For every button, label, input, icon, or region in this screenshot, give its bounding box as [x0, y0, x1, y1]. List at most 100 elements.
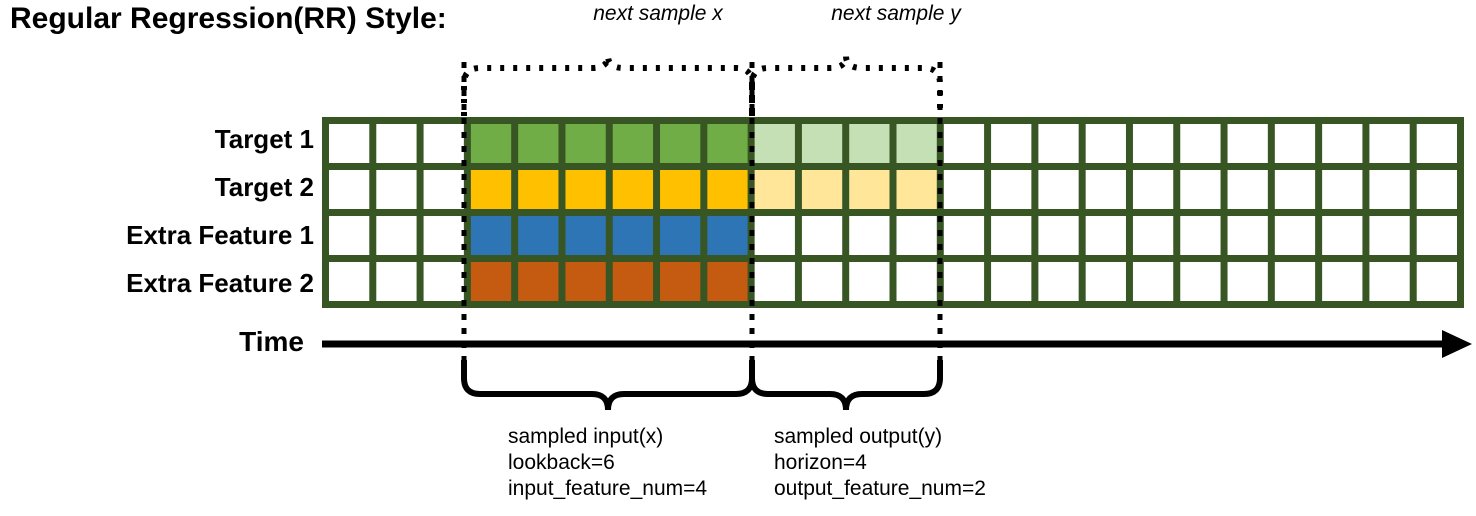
grid-cell[interactable]: [707, 170, 748, 209]
grid-cell[interactable]: [1227, 262, 1268, 301]
grid-cell[interactable]: [565, 170, 606, 209]
grid-cell[interactable]: [849, 216, 890, 255]
grid-cell[interactable]: [1416, 170, 1457, 209]
grid-cell[interactable]: [518, 124, 559, 163]
grid-cell[interactable]: [565, 124, 606, 163]
grid-cell[interactable]: [376, 124, 417, 163]
grid-cell[interactable]: [991, 124, 1032, 163]
grid-cell[interactable]: [376, 262, 417, 301]
grid-cell[interactable]: [1132, 216, 1174, 255]
grid-cell[interactable]: [943, 170, 985, 209]
grid-cell[interactable]: [1416, 124, 1457, 163]
time-axis-label: Time: [239, 326, 304, 357]
grid-cell[interactable]: [1180, 262, 1221, 301]
grid-cell[interactable]: [1085, 170, 1126, 209]
grid-cell[interactable]: [943, 124, 985, 163]
grid-cell[interactable]: [1085, 262, 1126, 301]
grid-cell[interactable]: [612, 170, 654, 209]
grid-cell[interactable]: [991, 262, 1032, 301]
grid-cell[interactable]: [660, 216, 701, 255]
grid-cell[interactable]: [518, 170, 559, 209]
grid-cell[interactable]: [943, 216, 985, 255]
grid-cell[interactable]: [1274, 124, 1316, 163]
grid-cell[interactable]: [991, 216, 1032, 255]
grid-cell[interactable]: [707, 124, 748, 163]
grid-cell[interactable]: [896, 124, 937, 163]
grid-cell[interactable]: [1322, 216, 1363, 255]
grid-cell[interactable]: [423, 216, 464, 255]
grid-cell[interactable]: [376, 216, 417, 255]
grid-cell[interactable]: [470, 124, 512, 163]
grid-cell[interactable]: [1038, 216, 1079, 255]
grid-cell[interactable]: [707, 216, 748, 255]
grid-cell[interactable]: [1369, 124, 1410, 163]
grid-cell[interactable]: [1180, 216, 1221, 255]
grid-cell[interactable]: [329, 124, 370, 163]
grid-cell[interactable]: [1085, 216, 1126, 255]
grid-cell[interactable]: [896, 170, 937, 209]
grid-cell[interactable]: [423, 124, 464, 163]
grid-cell[interactable]: [470, 216, 512, 255]
grid-cell[interactable]: [1369, 170, 1410, 209]
grid-cell[interactable]: [565, 216, 606, 255]
top-brace-group: [461, 55, 943, 116]
grid-cell[interactable]: [1038, 124, 1079, 163]
grid-cell[interactable]: [660, 170, 701, 209]
grid-cell[interactable]: [1227, 124, 1268, 163]
grid-cell[interactable]: [1416, 262, 1457, 301]
grid-cell[interactable]: [518, 262, 559, 301]
grid-cell[interactable]: [754, 124, 795, 163]
grid-cell[interactable]: [1322, 262, 1363, 301]
grid-cell[interactable]: [991, 170, 1032, 209]
grid-cell[interactable]: [1180, 124, 1221, 163]
grid-cell[interactable]: [1227, 170, 1268, 209]
grid-cell[interactable]: [565, 262, 606, 301]
grid-cell[interactable]: [801, 170, 843, 209]
grid-cell[interactable]: [612, 124, 654, 163]
grid-cell[interactable]: [1038, 170, 1079, 209]
grid-cell[interactable]: [1085, 124, 1126, 163]
grid-cell[interactable]: [1416, 216, 1457, 255]
grid-cell[interactable]: [1038, 262, 1079, 301]
grid-cell[interactable]: [329, 262, 370, 301]
grid-cell[interactable]: [801, 262, 843, 301]
grid-cell[interactable]: [329, 216, 370, 255]
grid-cell[interactable]: [612, 216, 654, 255]
grid-cell[interactable]: [1274, 262, 1316, 301]
grid-cell[interactable]: [660, 124, 701, 163]
grid-cell[interactable]: [754, 170, 795, 209]
grid-cell[interactable]: [896, 262, 937, 301]
grid-cell[interactable]: [754, 216, 795, 255]
grid-cell[interactable]: [612, 262, 654, 301]
grid-cell[interactable]: [707, 262, 748, 301]
grid-cell[interactable]: [896, 216, 937, 255]
grid-cell[interactable]: [1322, 170, 1363, 209]
grid-cell[interactable]: [849, 170, 890, 209]
grid-cell[interactable]: [329, 170, 370, 209]
grid-cell[interactable]: [423, 262, 464, 301]
grid-cell[interactable]: [1132, 262, 1174, 301]
grid-cell[interactable]: [1132, 170, 1174, 209]
caption-input-line-3: input_feature_num=4: [508, 477, 708, 500]
grid-cell[interactable]: [1322, 124, 1363, 163]
grid-cell[interactable]: [1274, 216, 1316, 255]
grid-cell[interactable]: [1180, 170, 1221, 209]
grid-cell[interactable]: [1132, 124, 1174, 163]
grid-cell[interactable]: [1369, 216, 1410, 255]
grid-cell[interactable]: [943, 262, 985, 301]
grid-cell[interactable]: [849, 262, 890, 301]
grid-cell[interactable]: [470, 262, 512, 301]
grid-cell[interactable]: [801, 124, 843, 163]
grid-cell[interactable]: [849, 124, 890, 163]
grid-cell[interactable]: [518, 216, 559, 255]
grid-cell[interactable]: [423, 170, 464, 209]
grid-cell[interactable]: [801, 216, 843, 255]
grid-cell[interactable]: [1227, 216, 1268, 255]
grid-cell[interactable]: [1369, 262, 1410, 301]
grid-cell[interactable]: [376, 170, 417, 209]
grid-cell[interactable]: [1274, 170, 1316, 209]
bottom-brace-sampled-input: [461, 360, 755, 411]
grid-cell[interactable]: [660, 262, 701, 301]
grid-cell[interactable]: [754, 262, 795, 301]
grid-cell[interactable]: [470, 170, 512, 209]
